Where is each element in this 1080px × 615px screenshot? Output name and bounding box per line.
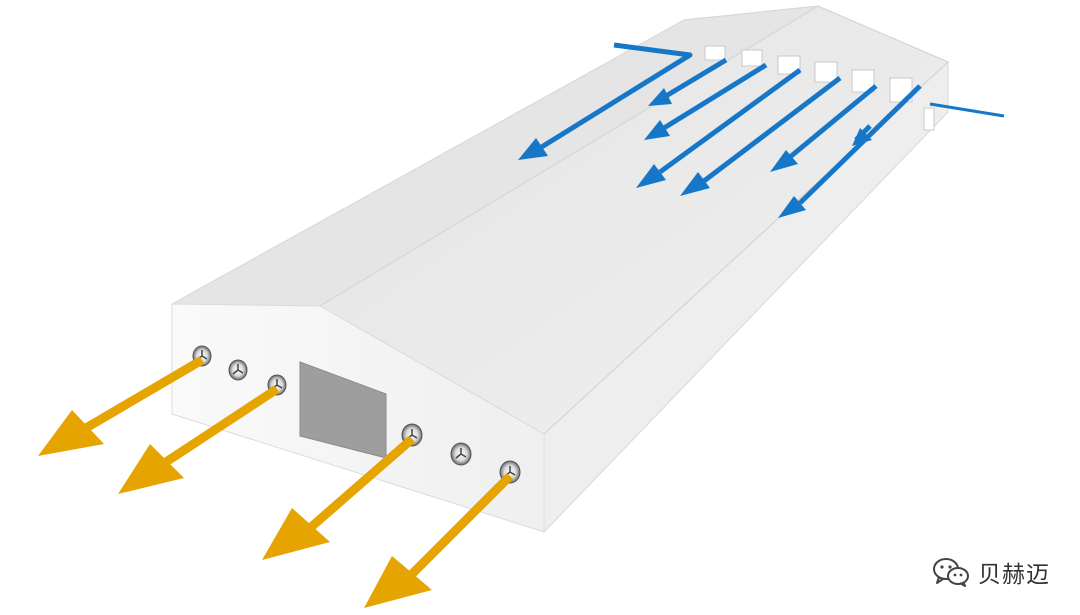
side-inlet — [777, 55, 801, 75]
intake-airflow-arrows — [518, 42, 1005, 218]
intake-arrow — [929, 102, 1005, 118]
exhaust-arrow — [163, 385, 280, 466]
end-inlet — [923, 107, 935, 131]
intake-arrow — [658, 67, 802, 175]
exhaust-fans — [192, 345, 521, 484]
exhaust-arrow — [83, 356, 205, 432]
intake-arrow — [788, 84, 878, 159]
intake-arrowhead — [644, 120, 670, 140]
exhaust-arrowhead — [118, 444, 184, 494]
exhaust-arrowhead — [38, 410, 104, 456]
side-inlet — [814, 61, 838, 83]
intake-arrowhead — [778, 196, 806, 218]
side-inlets — [704, 45, 935, 131]
intake-arrowhead — [636, 164, 666, 188]
side-inlet — [704, 45, 726, 61]
roof-ridge — [319, 5, 819, 307]
intake-arrow — [538, 42, 693, 151]
intake-arrowhead — [852, 128, 872, 146]
intake-arrowhead — [770, 150, 798, 172]
intake-arrow — [662, 62, 768, 131]
wechat-icon — [933, 558, 969, 587]
intake-arrowhead — [518, 138, 548, 160]
exhaust-arrow — [307, 435, 415, 532]
watermark-text: 贝赫迈 — [978, 562, 1050, 588]
intake-arrow — [798, 84, 922, 205]
watermark: 贝赫迈 — [932, 555, 1050, 589]
side-inlet — [851, 69, 875, 93]
intake-arrowhead — [648, 88, 672, 106]
exhaust-arrow — [408, 472, 514, 578]
exhaust-airflow-arrows — [38, 356, 514, 608]
exhaust-fan — [228, 359, 248, 381]
intake-arrowhead — [680, 172, 710, 196]
exhaust-arrowhead — [262, 508, 330, 560]
intake-arrow — [702, 76, 842, 183]
side-inlet — [741, 49, 763, 67]
intake-arrow — [664, 57, 728, 99]
exhaust-arrowhead — [364, 556, 432, 608]
exhaust-fan — [450, 442, 472, 466]
